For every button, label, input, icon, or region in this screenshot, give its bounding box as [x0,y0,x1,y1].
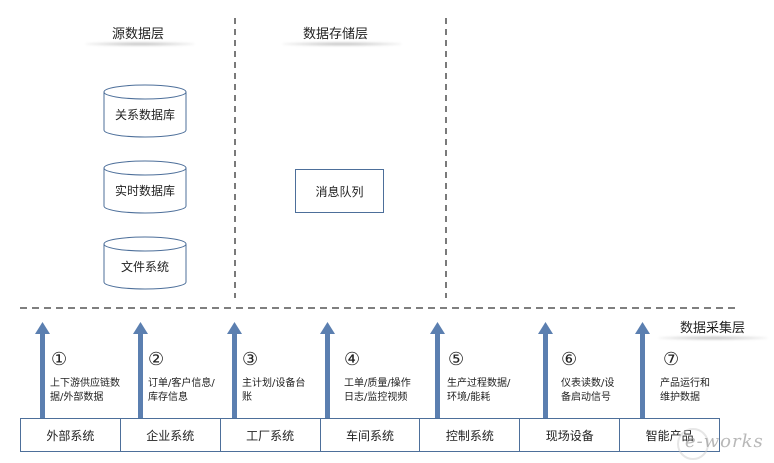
system-box-field-devices: 现场设备 [519,418,621,452]
cylinder-icon [103,84,187,138]
desc-line: 仪表读数/设 [561,378,615,389]
watermark-circle-icon [677,428,709,460]
arrow-up-icon [227,322,242,418]
desc-line: 订单/客户信息/ [148,378,215,389]
database-realtime: 实时数据库 [103,160,187,214]
column-description: 工单/质量/操作 日志/监控视频 [344,377,424,405]
column-number: ③ [242,349,259,370]
system-label: 车间系统 [346,428,395,443]
source-layer-title: 源数据层 [112,27,165,42]
desc-line: 主计划/设备台 [242,378,306,389]
system-label: 工厂系统 [246,428,295,443]
column-number: ④ [344,349,361,370]
column-description: 仪表读数/设 备启动信号 [561,377,641,405]
cylinder-icon [103,236,187,290]
column-description: 上下游供应链数 据/外部数据 [50,377,130,405]
arrow-up-icon [635,322,650,418]
column-description: 生产过程数据/ 环境/能耗 [447,377,527,405]
system-box-factory: 工厂系统 [219,418,321,452]
system-box-workshop: 车间系统 [319,418,421,452]
column-number: ② [148,349,165,370]
desc-line: 日志/监控视频 [344,392,408,403]
message-queue-box: 消息队列 [295,169,384,213]
database-filesystem: 文件系统 [103,236,187,290]
arrow-up-icon [35,322,50,418]
desc-line: 上下游供应链数 [50,378,120,389]
system-label: 企业系统 [146,428,195,443]
desc-line: 环境/能耗 [447,392,491,403]
collection-title-shadow [658,336,768,340]
desc-line: 产品运行和 [660,378,710,389]
desc-line: 备启动信号 [561,392,611,403]
column-description: 主计划/设备台 账 [242,377,322,405]
system-box-external: 外部系统 [20,418,121,452]
message-queue-label: 消息队列 [315,184,364,199]
database-label: 实时数据库 [114,184,175,198]
system-box-enterprise: 企业系统 [119,418,221,452]
arrow-up-icon [320,322,335,418]
storage-layer-title: 数据存储层 [303,27,369,42]
column-number: ⑤ [448,349,465,370]
arrow-up-icon [430,322,445,418]
arrow-up-icon [133,322,148,418]
column-number: ⑥ [561,349,578,370]
desc-line: 维护数据 [660,392,700,403]
system-label: 现场设备 [545,428,594,443]
column-description: 订单/客户信息/ 库存信息 [148,377,228,405]
systems-row: 外部系统 企业系统 工厂系统 车间系统 控制系统 现场设备 智能产品 [20,418,721,452]
watermark-logo: e-works [675,425,770,460]
column-number: ⑦ [663,349,680,370]
database-label: 关系数据库 [114,108,175,122]
system-box-control: 控制系统 [419,418,521,452]
desc-line: 工单/质量/操作 [344,378,411,389]
system-label: 外部系统 [46,428,95,443]
desc-line: 账 [242,392,252,403]
arrow-up-icon [538,322,553,418]
database-label: 文件系统 [120,260,169,274]
column-number: ① [51,349,68,370]
column-description: 产品运行和 维护数据 [660,377,740,405]
cylinder-icon [103,160,187,214]
storage-title-shadow [282,42,402,46]
source-title-shadow [85,42,195,46]
system-label: 控制系统 [445,428,494,443]
desc-line: 库存信息 [148,392,188,403]
desc-line: 生产过程数据/ [447,378,511,389]
watermark-text: e-works [685,431,764,452]
desc-line: 据/外部数据 [50,392,104,403]
database-relational: 关系数据库 [103,84,187,138]
collection-layer-title: 数据采集层 [680,321,746,336]
